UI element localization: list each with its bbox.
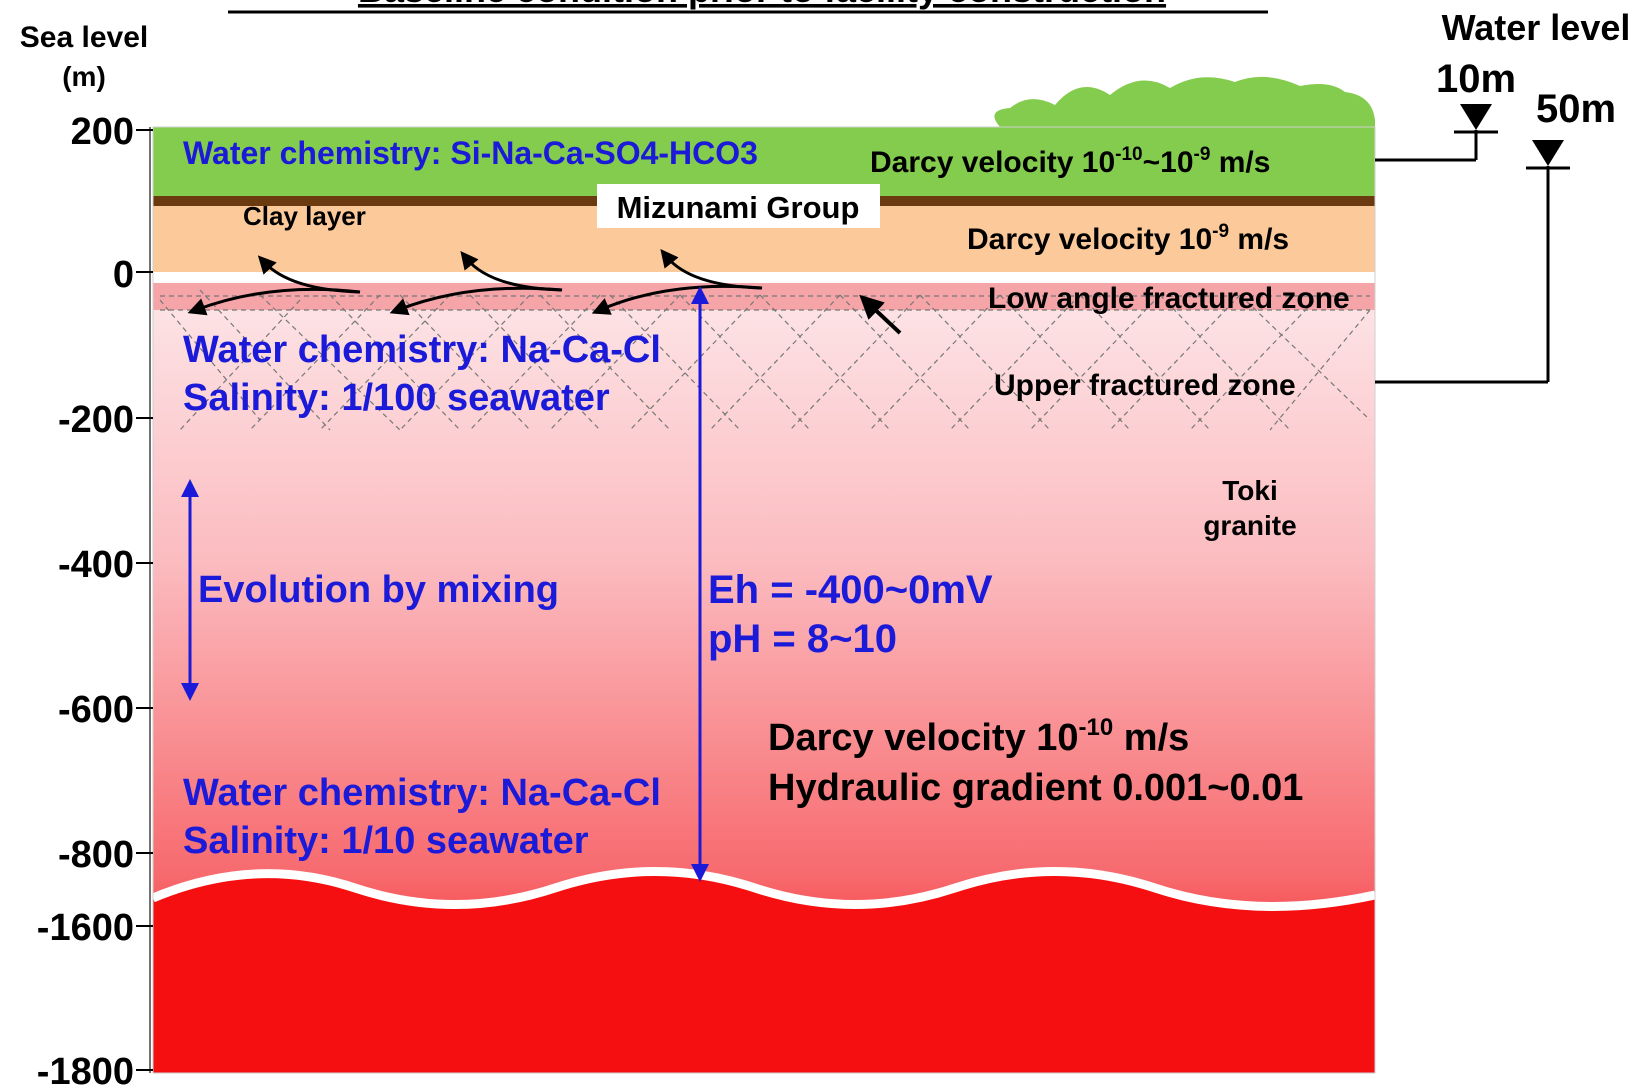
toki-granite-label-line2: granite: [1203, 510, 1296, 541]
lower-salinity: Salinity: 1/10 seawater: [183, 820, 589, 862]
water-level-marker-50m: [1375, 140, 1570, 384]
tick-label: -400: [58, 544, 134, 586]
lower-water-chemistry: Water chemistry: Na-Ca-Cl: [183, 772, 661, 814]
tick-label: -600: [58, 689, 134, 731]
deep-granite: [153, 871, 1375, 1073]
tick-label: -1800: [37, 1051, 134, 1089]
water-level-10m: 10m: [1436, 57, 1516, 101]
y-axis-ticks: [136, 129, 153, 1071]
omitted-depth-wave: [151, 867, 1376, 911]
tick-label: 0: [113, 254, 134, 296]
darcy-velocity-mizunami: Darcy velocity 10-9 m/s: [967, 221, 1289, 256]
water-level-marker-10m: [1375, 104, 1498, 162]
tick-label: -200: [58, 399, 134, 441]
darcy-velocity-surface: Darcy velocity 10-10~10-9 m/s: [870, 144, 1270, 179]
axis-label-line2: (m): [62, 61, 106, 92]
upper-salinity: Salinity: 1/100 seawater: [183, 377, 610, 419]
hydraulic-gradient: Hydraulic gradient 0.001~0.01: [768, 767, 1303, 809]
upper-fractured-zone-label: Upper fractured zone: [994, 369, 1296, 402]
clay-layer-label: Clay layer: [243, 201, 366, 231]
low-angle-fractured-zone-label: Low angle fractured zone: [988, 282, 1350, 315]
evolution-by-mixing-label: Evolution by mixing: [198, 569, 559, 611]
mizunami-label-box: [597, 184, 880, 228]
diagram-title: Baseline condition prior to facility con…: [358, 0, 1166, 10]
fracture-hatching: [159, 289, 1371, 431]
water-level-label: Water level: [1442, 7, 1631, 48]
axis-label-line1: Sea level: [20, 21, 148, 54]
ph-value: pH = 8~10: [708, 617, 897, 661]
y-axis-tick-labels: 200 0 -200 -400 -600 -800 -1600 -1800: [37, 111, 134, 1089]
water-level-50m: 50m: [1536, 87, 1616, 131]
surface-water-chemistry: Water chemistry: Si-Na-Ca-SO4-HCO3: [183, 135, 758, 171]
eh-value: Eh = -400~0mV: [708, 568, 993, 612]
plot-frame: [152, 126, 1376, 1074]
toki-granite-label-line1: Toki: [1222, 475, 1277, 506]
tick-label: -1600: [37, 907, 134, 949]
tick-label: 200: [71, 111, 134, 153]
upper-water-chemistry: Water chemistry: Na-Ca-Cl: [183, 329, 661, 371]
surface-soil-layer: [153, 76, 1375, 196]
mizunami-group-label: Mizunami Group: [617, 190, 860, 225]
tick-label: -800: [58, 834, 134, 876]
darcy-velocity-granite: Darcy velocity 10-10 m/s: [768, 714, 1189, 759]
groundwater-flow-arrows: [187, 248, 763, 316]
low-angle-pointer-arrow: [859, 294, 902, 335]
